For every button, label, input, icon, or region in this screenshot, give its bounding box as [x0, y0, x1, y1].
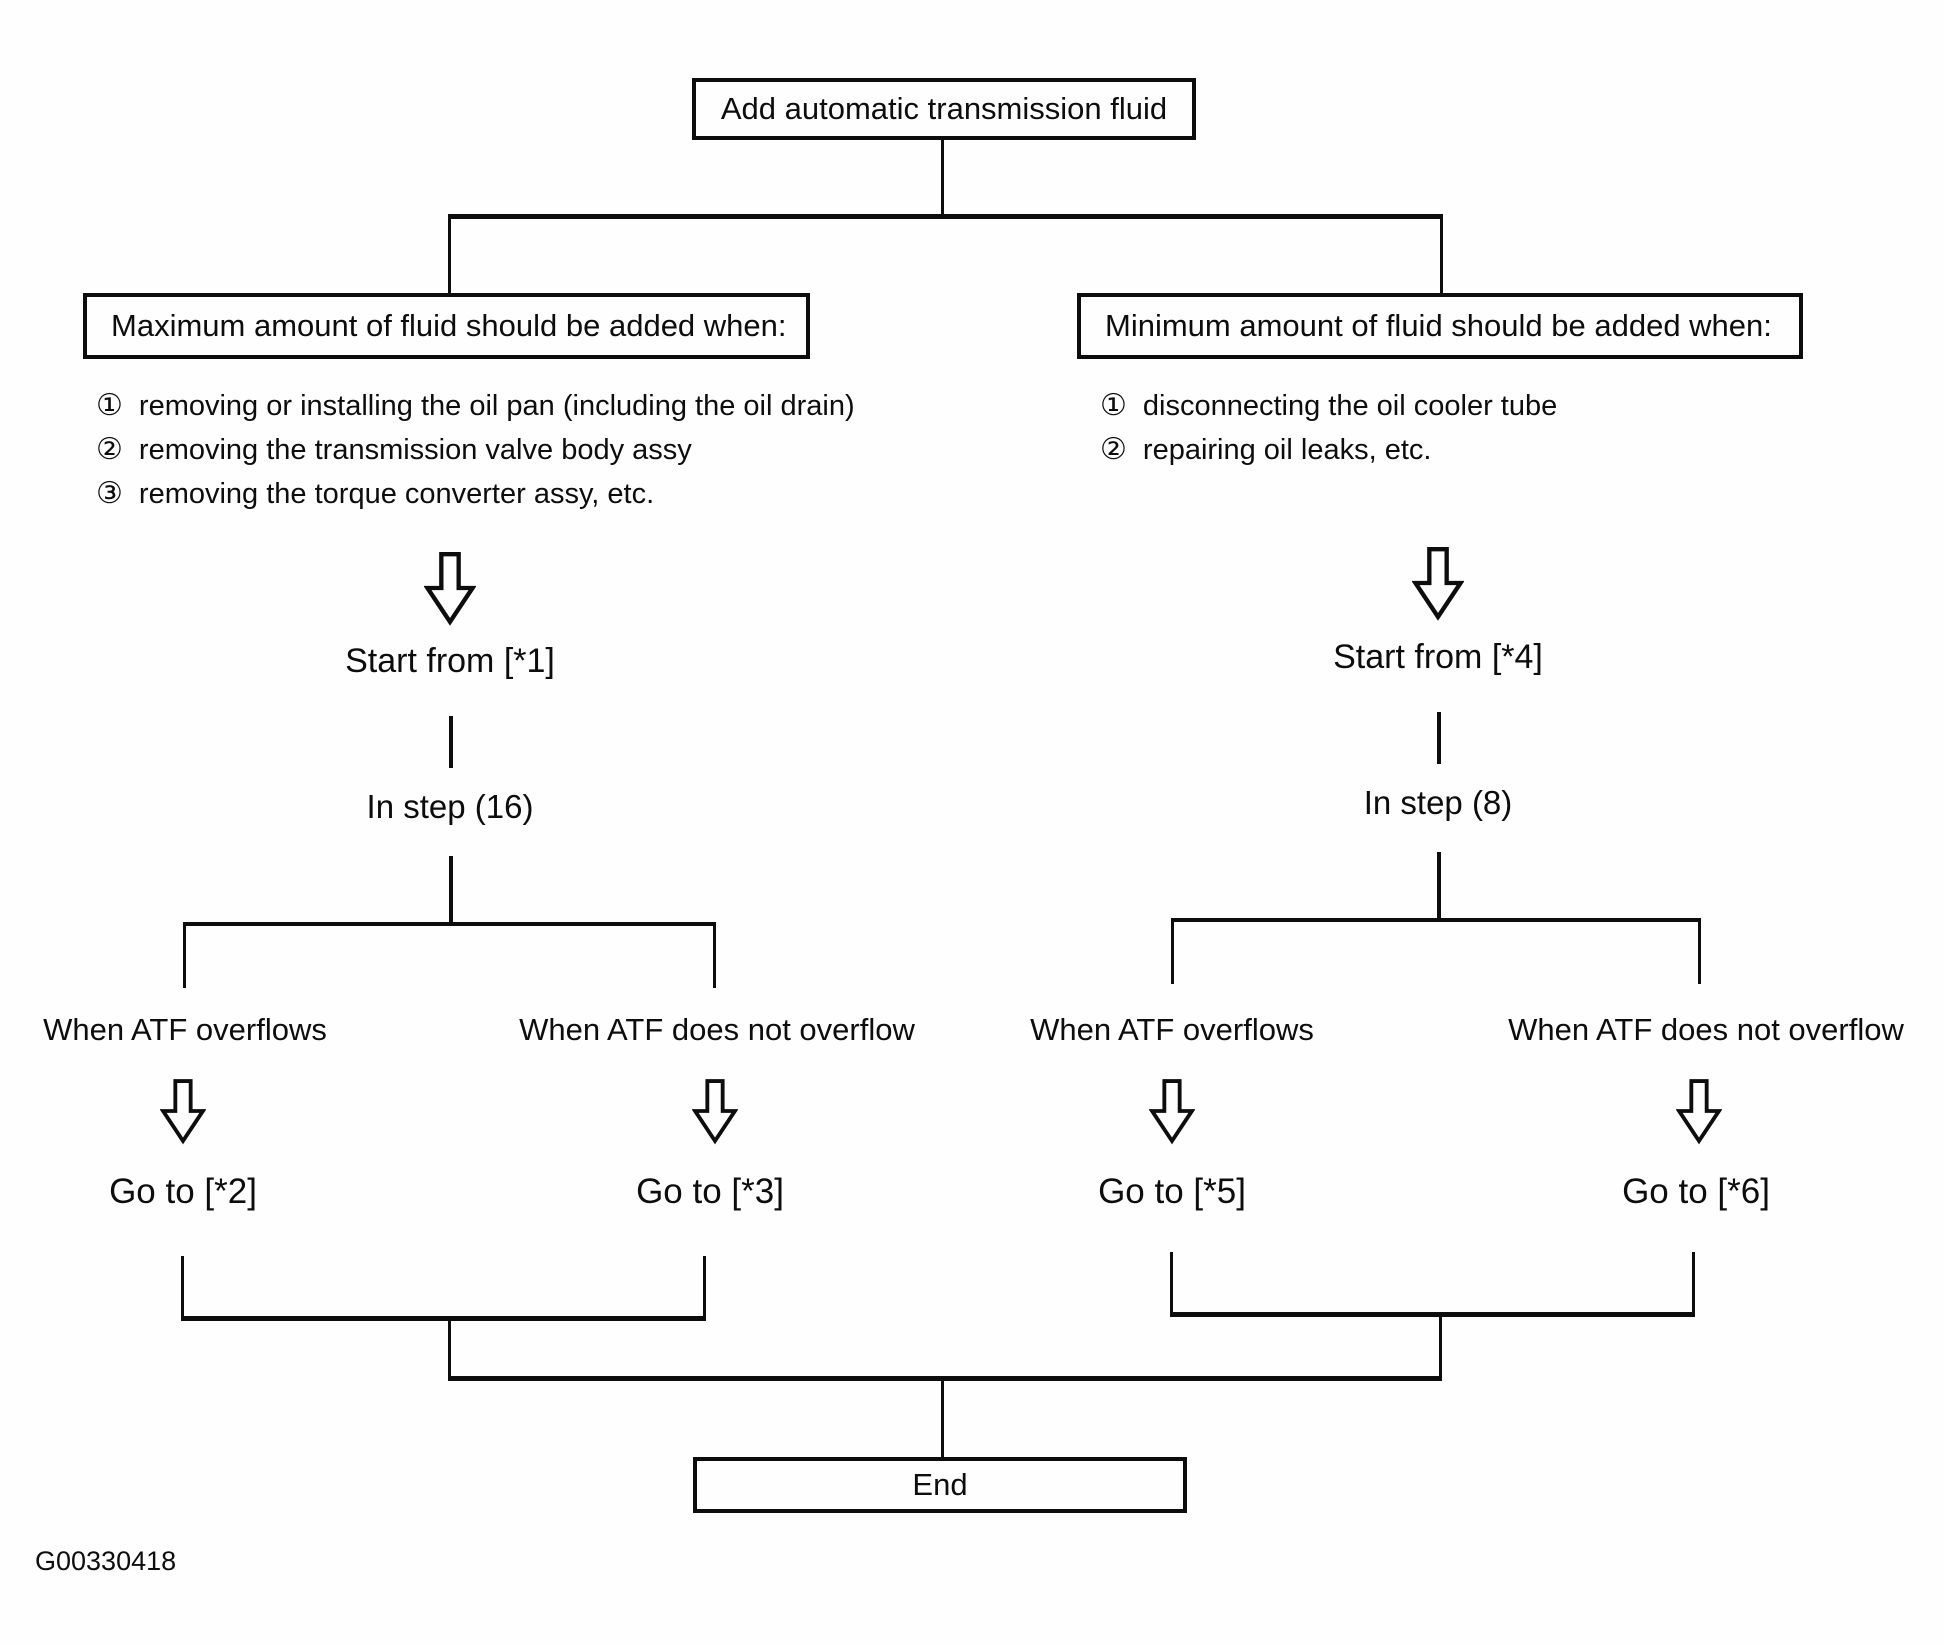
down-arrow-icon	[423, 550, 477, 631]
start-from-4-label: Start from [*4]	[1333, 638, 1543, 676]
max-fluid-header-label: Maximum amount of fluid should be added …	[111, 308, 787, 343]
outcome-split-bar-left	[183, 922, 716, 926]
end-box: End	[693, 1457, 1187, 1513]
connector-start-to-step-right	[1437, 712, 1441, 764]
circled-number-icon: ②	[1100, 433, 1127, 466]
goto-3-label: Go to [*3]	[636, 1172, 784, 1211]
condition-atf-overflows-right: When ATF overflows	[1030, 1012, 1314, 1047]
connector-start-to-step-left	[449, 716, 453, 768]
list-item-text: repairing oil leaks, etc.	[1142, 434, 1432, 466]
merge-drop-goto3	[703, 1256, 706, 1318]
in-step-16-label: In step (16)	[366, 788, 534, 825]
down-arrow-icon	[1411, 545, 1465, 626]
merge-drop-goto5	[1170, 1252, 1173, 1314]
condition-atf-overflows-left: When ATF overflows	[43, 1012, 327, 1047]
goto-6-label: Go to [*6]	[1622, 1172, 1770, 1211]
start-process-label: Add automatic transmission fluid	[720, 91, 1168, 126]
merge-bar-final	[448, 1376, 1442, 1381]
list-item-text: removing the torque converter assy, etc.	[138, 478, 655, 510]
connector-drop-left	[448, 218, 451, 295]
list-item-text: disconnecting the oil cooler tube	[1142, 390, 1558, 422]
goto-2-label: Go to [*2]	[109, 1172, 257, 1211]
outcome-drop-overflow-right	[1171, 918, 1174, 984]
circled-number-icon: ①	[96, 389, 123, 422]
circled-number-icon: ③	[96, 477, 123, 510]
connector-step-to-split-left	[449, 856, 453, 924]
down-arrow-icon	[159, 1076, 207, 1151]
merge-bar-right	[1170, 1312, 1695, 1317]
list-item-text: removing or installing the oil pan (incl…	[138, 390, 855, 422]
end-label: End	[912, 1467, 968, 1502]
start-process-box: Add automatic transmission fluid	[692, 78, 1196, 140]
outcome-drop-overflow-left	[183, 922, 186, 988]
down-arrow-icon	[691, 1076, 739, 1151]
list-item: ② removing the transmission valve body a…	[96, 432, 855, 476]
connector-drop-right	[1440, 218, 1443, 295]
list-item: ② repairing oil leaks, etc.	[1100, 432, 1557, 476]
merge-bar-left	[181, 1316, 706, 1321]
outcome-drop-no-overflow-right	[1698, 918, 1701, 984]
down-arrow-icon	[1148, 1076, 1196, 1151]
list-item: ① removing or installing the oil pan (in…	[96, 388, 855, 432]
connector-top-split-bar	[448, 214, 1443, 219]
merge-drop-goto6	[1692, 1252, 1695, 1314]
goto-5-label: Go to [*5]	[1098, 1172, 1246, 1211]
connector-step-to-split-right	[1437, 852, 1441, 920]
circled-number-icon: ②	[96, 433, 123, 466]
condition-atf-not-overflow-left: When ATF does not overflow	[519, 1012, 915, 1047]
condition-atf-not-overflow-right: When ATF does not overflow	[1508, 1012, 1904, 1047]
merge-center-drop-right	[1439, 1314, 1442, 1380]
start-from-1-label: Start from [*1]	[345, 642, 555, 680]
max-fluid-conditions-list: ① removing or installing the oil pan (in…	[96, 388, 855, 520]
min-fluid-header-box: Minimum amount of fluid should be added …	[1077, 293, 1803, 359]
outcome-drop-no-overflow-left	[713, 922, 716, 988]
connector-to-end-box	[941, 1378, 944, 1459]
outcome-split-bar-right	[1171, 918, 1701, 922]
down-arrow-icon	[1675, 1076, 1723, 1151]
list-item: ① disconnecting the oil cooler tube	[1100, 388, 1557, 432]
merge-center-drop-left	[448, 1318, 451, 1380]
merge-drop-goto2	[181, 1256, 184, 1318]
circled-number-icon: ①	[1100, 389, 1127, 422]
in-step-8-label: In step (8)	[1363, 784, 1513, 821]
list-item-text: removing the transmission valve body ass…	[138, 434, 692, 466]
min-fluid-conditions-list: ① disconnecting the oil cooler tube ② re…	[1100, 388, 1557, 476]
max-fluid-header-box: Maximum amount of fluid should be added …	[83, 293, 810, 359]
list-item: ③ removing the torque converter assy, et…	[96, 476, 855, 520]
min-fluid-header-label: Minimum amount of fluid should be added …	[1105, 308, 1772, 343]
connector-top-vertical	[941, 139, 944, 217]
figure-code: G00330418	[35, 1546, 177, 1576]
